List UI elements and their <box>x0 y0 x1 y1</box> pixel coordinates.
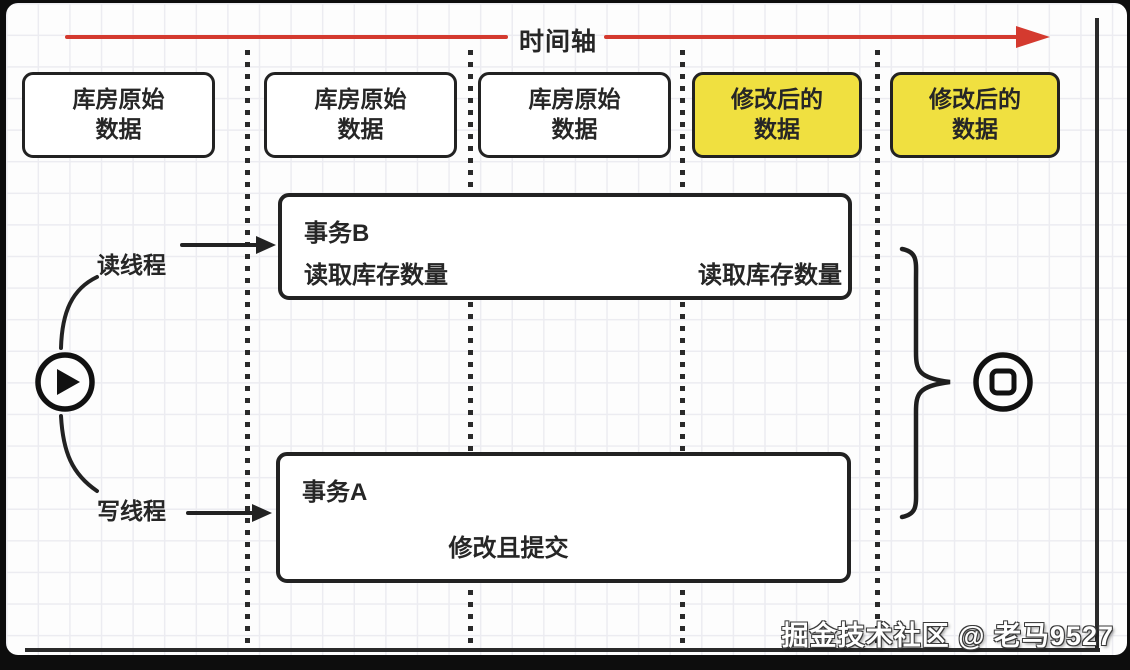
timeline-label: 时间轴 <box>518 28 597 56</box>
transaction-b-title: 事务B <box>304 220 370 247</box>
watermark: 掘金技术社区 @ 老马9527 <box>781 621 1114 651</box>
data-state-box-2: 库房原始 数据 <box>264 72 457 158</box>
transaction-b-read-2: 读取库存数量 <box>698 262 842 289</box>
data-state-box-4-modified: 修改后的 数据 <box>692 72 862 158</box>
data-state-box-3: 库房原始 数据 <box>478 72 671 158</box>
read-thread-arrowhead-icon <box>256 236 276 254</box>
bottom-boundary <box>25 648 1100 652</box>
read-thread-arrow-line <box>180 243 258 247</box>
transaction-b-box: 事务B 读取库存数量 读取库存数量 <box>278 193 852 300</box>
phase-divider-3 <box>680 50 685 645</box>
transaction-a-action: 修改且提交 <box>448 535 569 562</box>
read-thread-curve <box>59 275 99 350</box>
stop-circle-icon <box>973 352 1033 412</box>
timeline-line-right <box>604 35 1018 39</box>
phase-divider-4 <box>875 50 880 645</box>
data-state-label: 数据 <box>952 116 998 142</box>
transaction-a-title: 事务A <box>302 479 368 506</box>
transaction-a-box: 事务A 修改且提交 <box>276 452 851 583</box>
write-thread-arrowhead-icon <box>252 504 272 522</box>
write-thread-label: 写线程 <box>97 498 166 524</box>
timeline-end-boundary <box>1095 18 1099 652</box>
write-thread-curve <box>59 414 99 493</box>
transaction-b-read-1: 读取库存数量 <box>304 262 448 289</box>
read-thread-label: 读线程 <box>97 252 166 278</box>
data-state-label: 库房原始 <box>314 86 407 113</box>
data-state-label: 库房原始 <box>72 86 165 113</box>
write-thread-arrow-line <box>186 511 254 515</box>
data-state-label: 数据 <box>95 116 142 142</box>
data-state-label: 库房原始 <box>528 86 621 113</box>
phase-divider-1 <box>245 50 250 645</box>
play-circle-icon <box>35 352 95 412</box>
timeline-arrowhead-icon <box>1016 26 1050 48</box>
timeline-line-left <box>65 35 508 39</box>
data-state-label: 数据 <box>551 116 598 142</box>
phase-divider-2 <box>468 50 473 645</box>
data-state-box-5-modified: 修改后的 数据 <box>890 72 1060 158</box>
data-state-label: 修改后的 <box>731 86 823 113</box>
data-state-label: 数据 <box>337 116 384 142</box>
result-brace <box>899 246 951 520</box>
data-state-box-1: 库房原始 数据 <box>22 72 215 158</box>
data-state-label: 修改后的 <box>929 86 1021 113</box>
data-state-label: 数据 <box>754 116 800 142</box>
